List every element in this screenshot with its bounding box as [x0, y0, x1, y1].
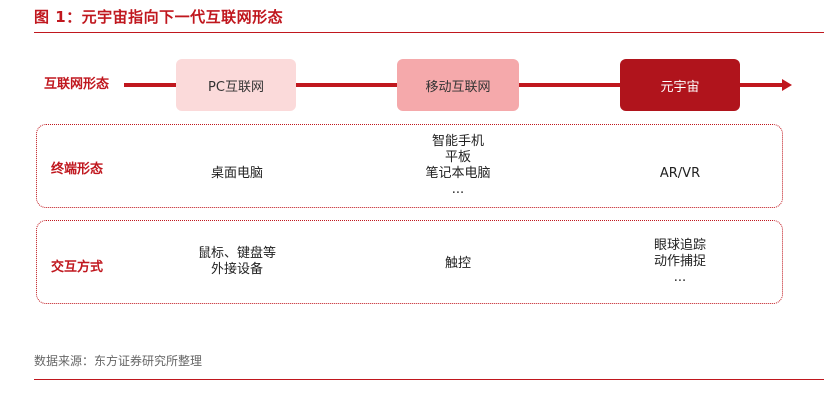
- interaction-mode-panel: [36, 220, 783, 304]
- cell-line: 笔记本电脑: [425, 166, 491, 181]
- stage-mobile-internet: 移动互联网: [397, 59, 519, 111]
- cell-line: ...: [451, 182, 465, 197]
- timeline-arrow-head-icon: [782, 79, 792, 91]
- cell-line: 眼球追踪: [653, 238, 706, 253]
- cell-interaction-pc: 鼠标、键盘等 外接设备: [157, 246, 317, 278]
- cell-terminal-metaverse: AR/VR: [600, 166, 760, 182]
- cell-line: 智能手机: [431, 134, 484, 149]
- bottom-divider: [34, 379, 824, 380]
- top-divider: [34, 32, 824, 33]
- stage-pc-internet: PC互联网: [176, 59, 296, 111]
- cell-line: ...: [673, 270, 687, 285]
- row-label-interaction-mode: 交互方式: [51, 260, 104, 275]
- cell-line: AR/VR: [659, 166, 701, 181]
- cell-line: 外接设备: [210, 262, 263, 277]
- stage-metaverse: 元宇宙: [620, 59, 740, 111]
- source-note: 数据来源：东方证券研究所整理: [34, 354, 203, 368]
- cell-line: 触控: [444, 256, 471, 271]
- cell-line: 桌面电脑: [210, 166, 263, 181]
- cell-terminal-pc: 桌面电脑: [157, 166, 317, 182]
- cell-line: 平板: [444, 150, 471, 165]
- figure-title: 图 1：元宇宙指向下一代互联网形态: [34, 8, 284, 26]
- row-label-terminal-form: 终端形态: [51, 162, 104, 177]
- cell-terminal-mobile: 智能手机 平板 笔记本电脑 ...: [378, 134, 538, 198]
- cell-interaction-metaverse: 眼球追踪 动作捕捉 ...: [600, 238, 760, 286]
- cell-line: 鼠标、键盘等: [197, 246, 276, 261]
- timeline-label: 互联网形态: [44, 77, 110, 92]
- cell-line: 动作捕捉: [653, 254, 706, 269]
- terminal-form-panel: [36, 124, 783, 208]
- cell-interaction-mobile: 触控: [378, 256, 538, 272]
